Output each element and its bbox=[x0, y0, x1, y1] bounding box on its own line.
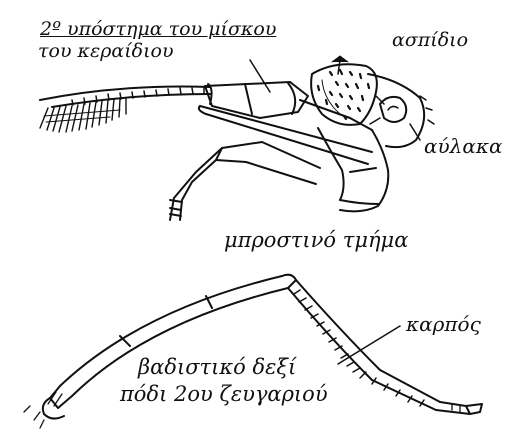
shield bbox=[311, 64, 377, 125]
label-front-section: μπροστινό τμήμα bbox=[224, 230, 408, 251]
label-antenna-segment-line2: του κεραίδιου bbox=[38, 42, 174, 61]
top-leg bbox=[170, 142, 320, 220]
antenna-flagellum bbox=[40, 87, 210, 107]
pointer-lines bbox=[250, 56, 420, 140]
label-groove: αύλακα bbox=[424, 136, 502, 156]
label-walking-leg-line2: πόδι 2ου ζευγαριού bbox=[120, 384, 328, 405]
label-tarsus: καρπός bbox=[406, 314, 481, 334]
label-antenna-segment-line1: 2º υπόστημα του μίσκου bbox=[40, 20, 276, 39]
label-walking-leg-line1: βαδιστικό δεξί bbox=[138, 357, 296, 378]
label-shield: ασπίδιο bbox=[392, 31, 468, 50]
